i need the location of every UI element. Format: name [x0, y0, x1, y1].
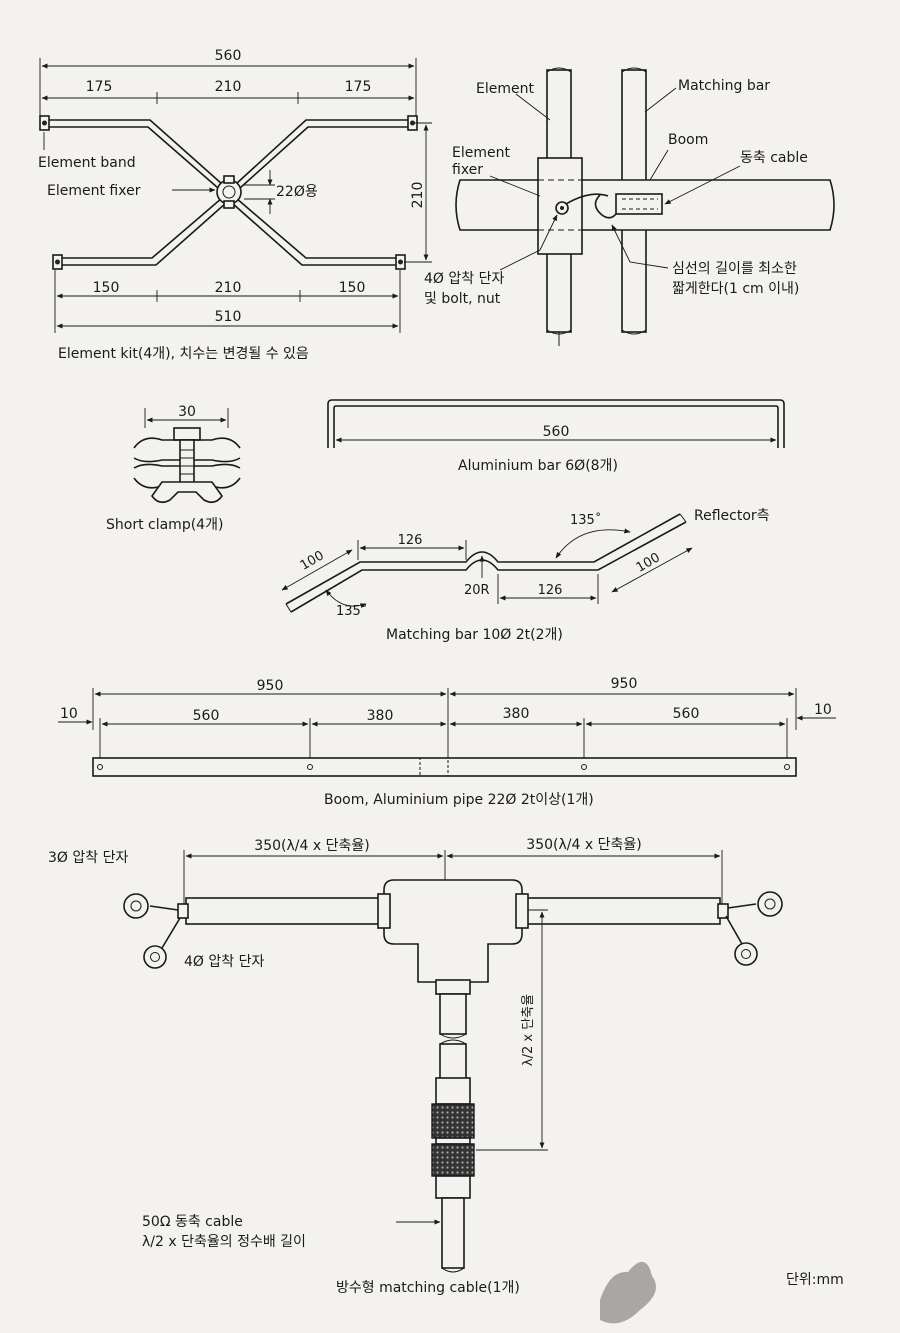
- dim-right-bottom: 150: [339, 280, 366, 296]
- coax-label: 동축 cable: [740, 150, 808, 166]
- assembly-detail-drawing: Element Matching bar Boom Element fixer …: [424, 67, 835, 346]
- short-clamp-caption: Short clamp(4개): [106, 517, 223, 533]
- dim-height: 210: [410, 182, 426, 209]
- boom-seg-2: 380: [367, 708, 394, 724]
- aluminium-bar-drawing: 560 Aluminium bar 6Ø(8개): [327, 399, 785, 474]
- matching-bar-caption: Matching bar 10Ø 2t(2개): [386, 627, 563, 643]
- boom-dim-half-right: 950: [611, 676, 638, 692]
- cable-dim-left: 350(λ/4 x 단축율): [254, 838, 369, 854]
- dim-right-top: 175: [345, 79, 372, 95]
- matching-bar-angle-left: 135˚: [336, 603, 367, 619]
- detail-element-fixer-label-2: fixer: [452, 162, 483, 178]
- wire-note-1: 심선의 길이를 최소한: [672, 261, 797, 277]
- boom-drawing: 950 950 10 10 560 380 380 560 Boom, Alum…: [58, 676, 836, 808]
- matching-cable-caption: 방수형 matching cable(1개): [336, 1280, 520, 1296]
- coax-cable-label-1: 50Ω 동축 cable: [142, 1214, 243, 1230]
- wire-note-2: 짧게한다(1 cm 이내): [672, 281, 799, 297]
- aluminium-bar-caption: Aluminium bar 6Ø(8개): [458, 458, 618, 474]
- short-clamp-drawing: 30 Short clamp(4개): [106, 404, 241, 533]
- reflector-label: Reflector측: [694, 508, 770, 524]
- boom-label: Boom: [668, 132, 708, 148]
- dim-total-top: 560: [215, 48, 242, 64]
- terminal-4-label: 4Ø 압착 단자: [184, 954, 264, 970]
- matching-bar-dim-top: 126: [398, 533, 423, 548]
- terminal-label-1: 4Ø 압착 단자: [424, 271, 504, 287]
- unit-label: 단위:mm: [786, 1272, 844, 1288]
- matching-bar-dim-left: 100: [298, 548, 327, 573]
- boom-dim-half-left: 950: [257, 678, 284, 694]
- cable-dim-right: 350(λ/4 x 단축율): [526, 837, 641, 853]
- dim-left-bottom: 150: [93, 280, 120, 296]
- element-fixer-label: Element fixer: [47, 183, 141, 199]
- detail-element-fixer-label-1: Element: [452, 145, 510, 161]
- element-label: Element: [476, 81, 534, 97]
- terminal-3-label: 3Ø 압착 단자: [48, 850, 128, 866]
- boom-seg-4: 560: [673, 706, 700, 722]
- boom-caption: Boom, Aluminium pipe 22Ø 2t이상(1개): [324, 792, 594, 808]
- matching-cable-drawing: 3Ø 압착 단자 350(λ/4 x 단축율) 350(λ/4 x 단축율) 4…: [48, 837, 844, 1324]
- boom-seg-3: 380: [503, 706, 530, 722]
- element-kit-drawing: 560 175 210 175 22Ø용: [38, 48, 432, 362]
- cable-vertical-dim: λ/2 x 단축율: [521, 994, 536, 1066]
- matching-bar-radius: 20R: [464, 583, 490, 598]
- boom-seg-1: 560: [193, 708, 220, 724]
- aluminium-bar-dim: 560: [543, 424, 570, 440]
- dim-left-top: 175: [86, 79, 113, 95]
- boom-dim-end-right: 10: [814, 702, 832, 718]
- coax-cable-label-2: λ/2 x 단축율의 정수배 길이: [142, 1234, 306, 1250]
- matching-bar-angle-right: 135˚: [570, 512, 601, 528]
- element-band-label: Element band: [38, 155, 136, 171]
- boom-dia-label: 22Ø용: [276, 184, 318, 200]
- dim-total-bottom: 510: [215, 309, 242, 325]
- dim-mid-bottom: 210: [215, 280, 242, 296]
- short-clamp-dim: 30: [178, 404, 196, 420]
- matching-bar-dim-bottom: 126: [538, 583, 563, 598]
- terminal-label-2: 및 bolt, nut: [424, 291, 501, 307]
- dim-mid-top: 210: [215, 79, 242, 95]
- element-kit-caption: Element kit(4개), 치수는 변경될 수 있음: [58, 346, 309, 362]
- matching-bar-label: Matching bar: [678, 78, 770, 94]
- matching-bar-drawing: 100 126 135˚ Reflector측 100 20R 126 135˚…: [281, 508, 770, 643]
- boom-dim-end-left: 10: [60, 706, 78, 722]
